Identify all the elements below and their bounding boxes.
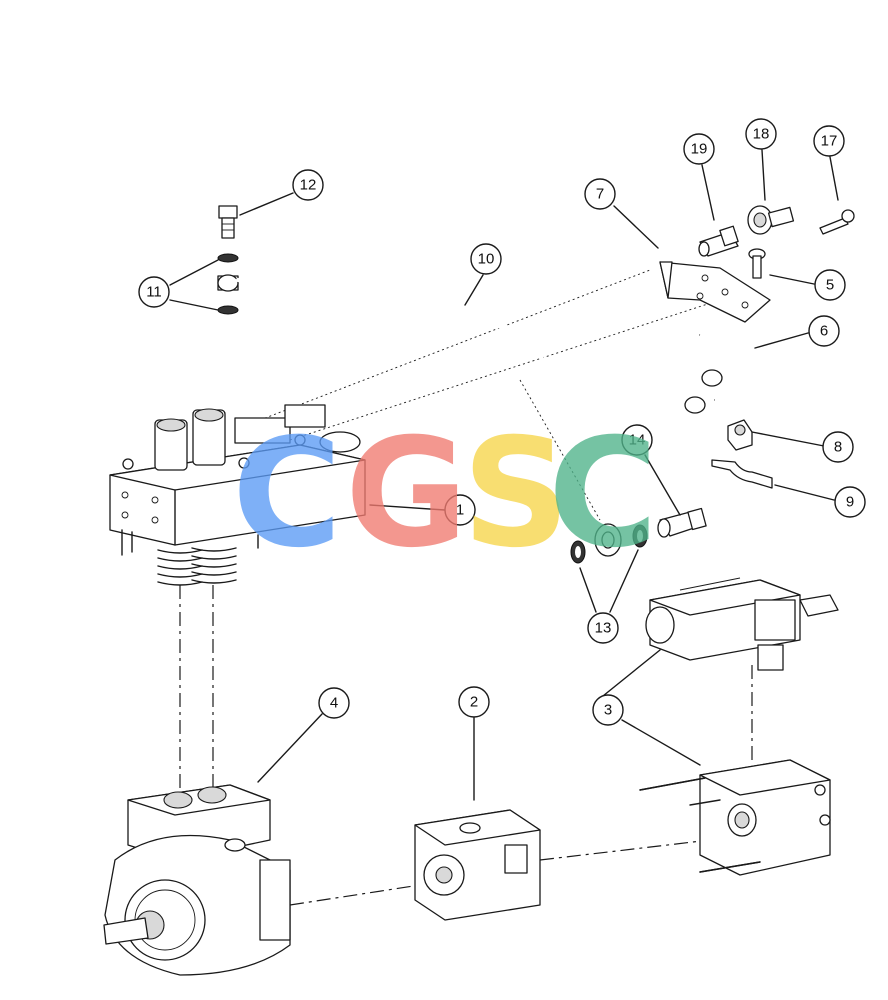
leader-lines xyxy=(169,149,839,801)
callout-7: 7 xyxy=(584,178,616,210)
svg-text:11: 11 xyxy=(146,284,162,301)
svg-text:9: 9 xyxy=(846,494,854,511)
banjo-bolt-horizontal xyxy=(657,507,707,538)
callout-13: 13 xyxy=(587,612,619,644)
svg-text:2: 2 xyxy=(470,694,478,711)
svg-text:17: 17 xyxy=(821,133,838,150)
svg-text:19: 19 xyxy=(691,141,708,158)
sealing-washers-top xyxy=(217,253,239,315)
mounting-bracket xyxy=(659,261,771,323)
main-pump xyxy=(103,784,291,976)
svg-text:6: 6 xyxy=(820,323,828,340)
callout-17: 17 xyxy=(813,125,845,157)
pressure-tube xyxy=(217,274,622,557)
callout-19: 19 xyxy=(683,133,715,165)
watermark-letter-c2: C xyxy=(548,407,658,581)
valve-springs xyxy=(157,547,237,586)
pump-rear-section xyxy=(639,759,831,876)
sealing-washers-lower xyxy=(570,524,648,564)
svg-text:4: 4 xyxy=(330,695,338,712)
svg-text:8: 8 xyxy=(834,439,842,456)
callout-5: 5 xyxy=(814,269,846,301)
cap-screw-small xyxy=(819,209,855,235)
callouts: 1 2 3 4 5 6 7 8 9 10 11 12 13 14 17 18 1… xyxy=(138,118,866,726)
cgsc-watermark-logo: C G S C xyxy=(232,407,658,581)
svg-text:10: 10 xyxy=(478,251,495,268)
callout-8: 8 xyxy=(822,431,854,463)
watermark-letter-c1: C xyxy=(232,407,342,581)
watermark-letter-g: G xyxy=(345,407,468,581)
svg-text:14: 14 xyxy=(629,432,646,449)
bolt xyxy=(748,248,766,279)
callout-18: 18 xyxy=(745,118,777,150)
callout-4: 4 xyxy=(318,687,350,719)
callout-12: 12 xyxy=(292,169,324,201)
svg-text:3: 3 xyxy=(604,702,612,719)
callout-2: 2 xyxy=(458,686,490,718)
watermark-letter-s: S xyxy=(462,407,570,581)
hydraulic-fitting xyxy=(698,225,739,257)
banjo-bolt xyxy=(218,205,238,239)
callout-10: 10 xyxy=(470,243,502,275)
svg-text:13: 13 xyxy=(595,620,612,637)
tube-clamp xyxy=(711,459,773,489)
callout-9: 9 xyxy=(834,486,866,518)
center-pump-section xyxy=(414,809,541,921)
callout-11: 11 xyxy=(138,276,170,308)
solenoid-valve-assembly xyxy=(645,577,839,671)
clamp-block xyxy=(727,419,753,451)
svg-text:5: 5 xyxy=(826,277,834,294)
svg-text:1: 1 xyxy=(456,502,464,519)
assembly-centerlines xyxy=(179,269,753,906)
svg-text:7: 7 xyxy=(596,186,604,203)
callout-14: 14 xyxy=(621,424,653,456)
callout-6: 6 xyxy=(808,315,840,347)
pressure-sensor xyxy=(747,205,795,235)
svg-text:12: 12 xyxy=(300,177,317,194)
svg-text:18: 18 xyxy=(753,126,770,143)
callout-1: 1 xyxy=(444,494,476,526)
callout-3: 3 xyxy=(592,694,624,726)
control-valve-block xyxy=(109,404,366,586)
loop-tube xyxy=(642,333,767,438)
